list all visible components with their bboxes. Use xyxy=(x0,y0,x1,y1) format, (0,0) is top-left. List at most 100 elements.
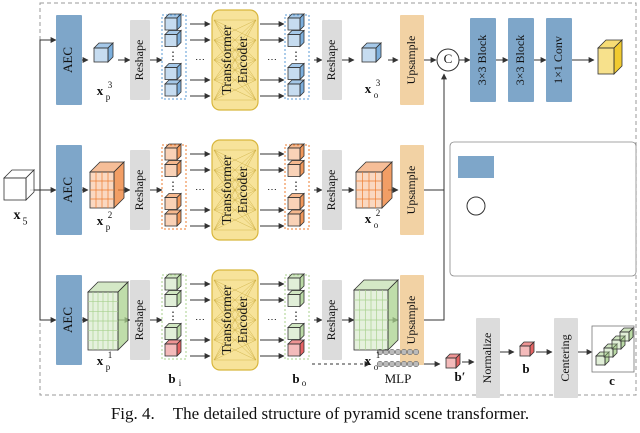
bprime-label: b′ xyxy=(455,369,466,384)
branch-top-attn-line xyxy=(213,59,257,101)
branch-bot-tokens-in-ellipsis: ⋮ xyxy=(168,311,179,323)
branch-bot-reshape2-label: Reshape xyxy=(324,300,338,341)
branch-top-attn-line xyxy=(213,79,257,101)
branch-bot-tokens-in-token xyxy=(164,294,178,307)
c-label: c xyxy=(609,373,615,388)
branch-top-xo-sup: 3 xyxy=(376,78,381,88)
bi-sub: i xyxy=(179,378,182,388)
branch-mid-tok-dots: ⋯ xyxy=(195,184,205,195)
branch-top-tokens-in-token xyxy=(164,83,178,97)
concat-label: C xyxy=(444,51,453,66)
branch-mid-aec xyxy=(56,145,82,235)
module-boxes xyxy=(56,9,635,398)
mlp-node xyxy=(412,360,420,368)
mid-to-concat xyxy=(424,73,447,191)
branch-bot-transformer-label-1: Transformer xyxy=(220,285,235,355)
branch-bot-attn-line xyxy=(213,279,257,321)
branch-bot-upsample xyxy=(400,275,424,365)
branch-mid-xp: x xyxy=(97,213,104,228)
mlp-node xyxy=(400,348,408,356)
branch-top-xp-sub: p xyxy=(106,92,111,102)
branch-bot-xo-sub: o xyxy=(374,362,379,372)
branch-bot-aec xyxy=(56,275,82,365)
block-1-label: 3×3 Block xyxy=(475,35,489,85)
branch-mid-attn-line xyxy=(213,169,257,231)
block-1 xyxy=(470,18,496,102)
bprime-cube xyxy=(445,357,457,369)
bi-label: b xyxy=(168,371,175,386)
connector-lines xyxy=(30,21,595,367)
branch-top-aec xyxy=(56,15,82,105)
branch-bot-attn-line xyxy=(213,279,257,341)
mlp-node xyxy=(376,360,384,368)
input-label-sub: 5 xyxy=(23,216,28,227)
branch-top-transformer-label-2: Encoder xyxy=(236,36,251,83)
branch-bot-attn-line xyxy=(213,279,257,301)
branch-bot-tokens-out-token xyxy=(287,277,301,291)
branch-top-upsample-label: Upsample xyxy=(404,36,418,85)
c-stair-cube xyxy=(611,339,622,350)
branch-mid-reshape xyxy=(130,150,150,230)
branch-top-xo-sub: o xyxy=(374,90,379,100)
centering-box xyxy=(554,318,578,398)
mlp-label: MLP xyxy=(385,371,412,386)
bo-sub: o xyxy=(302,378,307,388)
branch-mid-tokens-out-token xyxy=(287,197,301,210)
branch-mid-tokens-in-ellipsis: ⋮ xyxy=(168,181,179,193)
centering-box-label: Centering xyxy=(558,334,572,381)
legend-concat-circle xyxy=(466,196,486,216)
c-frame xyxy=(591,325,635,373)
branch-top-reshape2 xyxy=(322,20,342,100)
b-label: b xyxy=(522,361,529,376)
branch-bot-aec-label: AEC xyxy=(60,307,75,333)
branch-mid-tokens-out-token xyxy=(287,147,301,161)
normalize-box-label: Normalize xyxy=(480,333,494,384)
branch-mid-xp-sub: p xyxy=(106,222,111,232)
mlp-node xyxy=(394,348,402,356)
branch-top-xo-label: x xyxy=(365,81,372,96)
branch-bot-tokens-in-token xyxy=(164,327,178,340)
branch-bot-xo xyxy=(387,279,399,351)
branch-top-reshape2-label: Reshape xyxy=(324,40,338,81)
bo-label: b xyxy=(292,371,299,386)
branch-top-tok-dots-out: ⋯ xyxy=(267,54,277,65)
branch-top-attn-line xyxy=(213,19,257,81)
branch-top-xp: x xyxy=(97,83,104,98)
branch-mid-reshape-label: Reshape xyxy=(132,170,146,211)
branch-mid-transformer-label-1: Transformer xyxy=(220,155,235,225)
branch-mid-tokens-in-token xyxy=(164,197,178,210)
branch-bot-tokens-in-token xyxy=(164,277,178,291)
branch-bot-reshape2 xyxy=(322,280,342,360)
branch-mid-transformer-label-2: Encoder xyxy=(236,166,251,213)
branch-bot-xo-label: x xyxy=(365,353,372,368)
branch-mid-reshape2 xyxy=(322,150,342,230)
branch-mid-tok-dots-out: ⋯ xyxy=(267,184,277,195)
input-cube-x5 xyxy=(3,177,27,201)
mlp-node xyxy=(406,360,414,368)
branch-top-aec-label: AEC xyxy=(60,47,75,73)
figure-caption: Fig. 4.The detailed structure of pyramid… xyxy=(0,404,640,424)
branch-mid-tokens-out-token xyxy=(287,213,301,227)
branch-bot-tok-dots-out: ⋯ xyxy=(267,314,277,325)
mlp-node xyxy=(406,348,414,356)
branch-bot-transformer-label-2: Encoder xyxy=(236,296,251,343)
c-stair-cube xyxy=(603,347,614,358)
branch-mid-aec-label: AEC xyxy=(60,177,75,203)
branch-top-attn-line xyxy=(213,39,257,101)
mlp-node xyxy=(388,360,396,368)
branch-top-tokens-out-token xyxy=(287,83,301,97)
mlp-node xyxy=(382,348,390,356)
branch-mid-tokens-out-ellipsis: ⋮ xyxy=(291,181,302,193)
branch-bot-xp-sup: 1 xyxy=(108,350,113,360)
mlp-node xyxy=(400,360,408,368)
branch-bot-tokens-out-token xyxy=(287,294,301,307)
branch-mid-attn-line xyxy=(213,149,257,171)
branch-bot-upsample-label: Upsample xyxy=(404,296,418,345)
branch-top-tokens-in-ellipsis: ⋮ xyxy=(168,51,179,63)
branch-mid-tokens-in-token xyxy=(164,147,178,161)
branch-mid-xo-label: x xyxy=(365,211,372,226)
mlp-node xyxy=(376,348,384,356)
conv-1x1 xyxy=(546,18,572,102)
legend xyxy=(449,141,637,277)
